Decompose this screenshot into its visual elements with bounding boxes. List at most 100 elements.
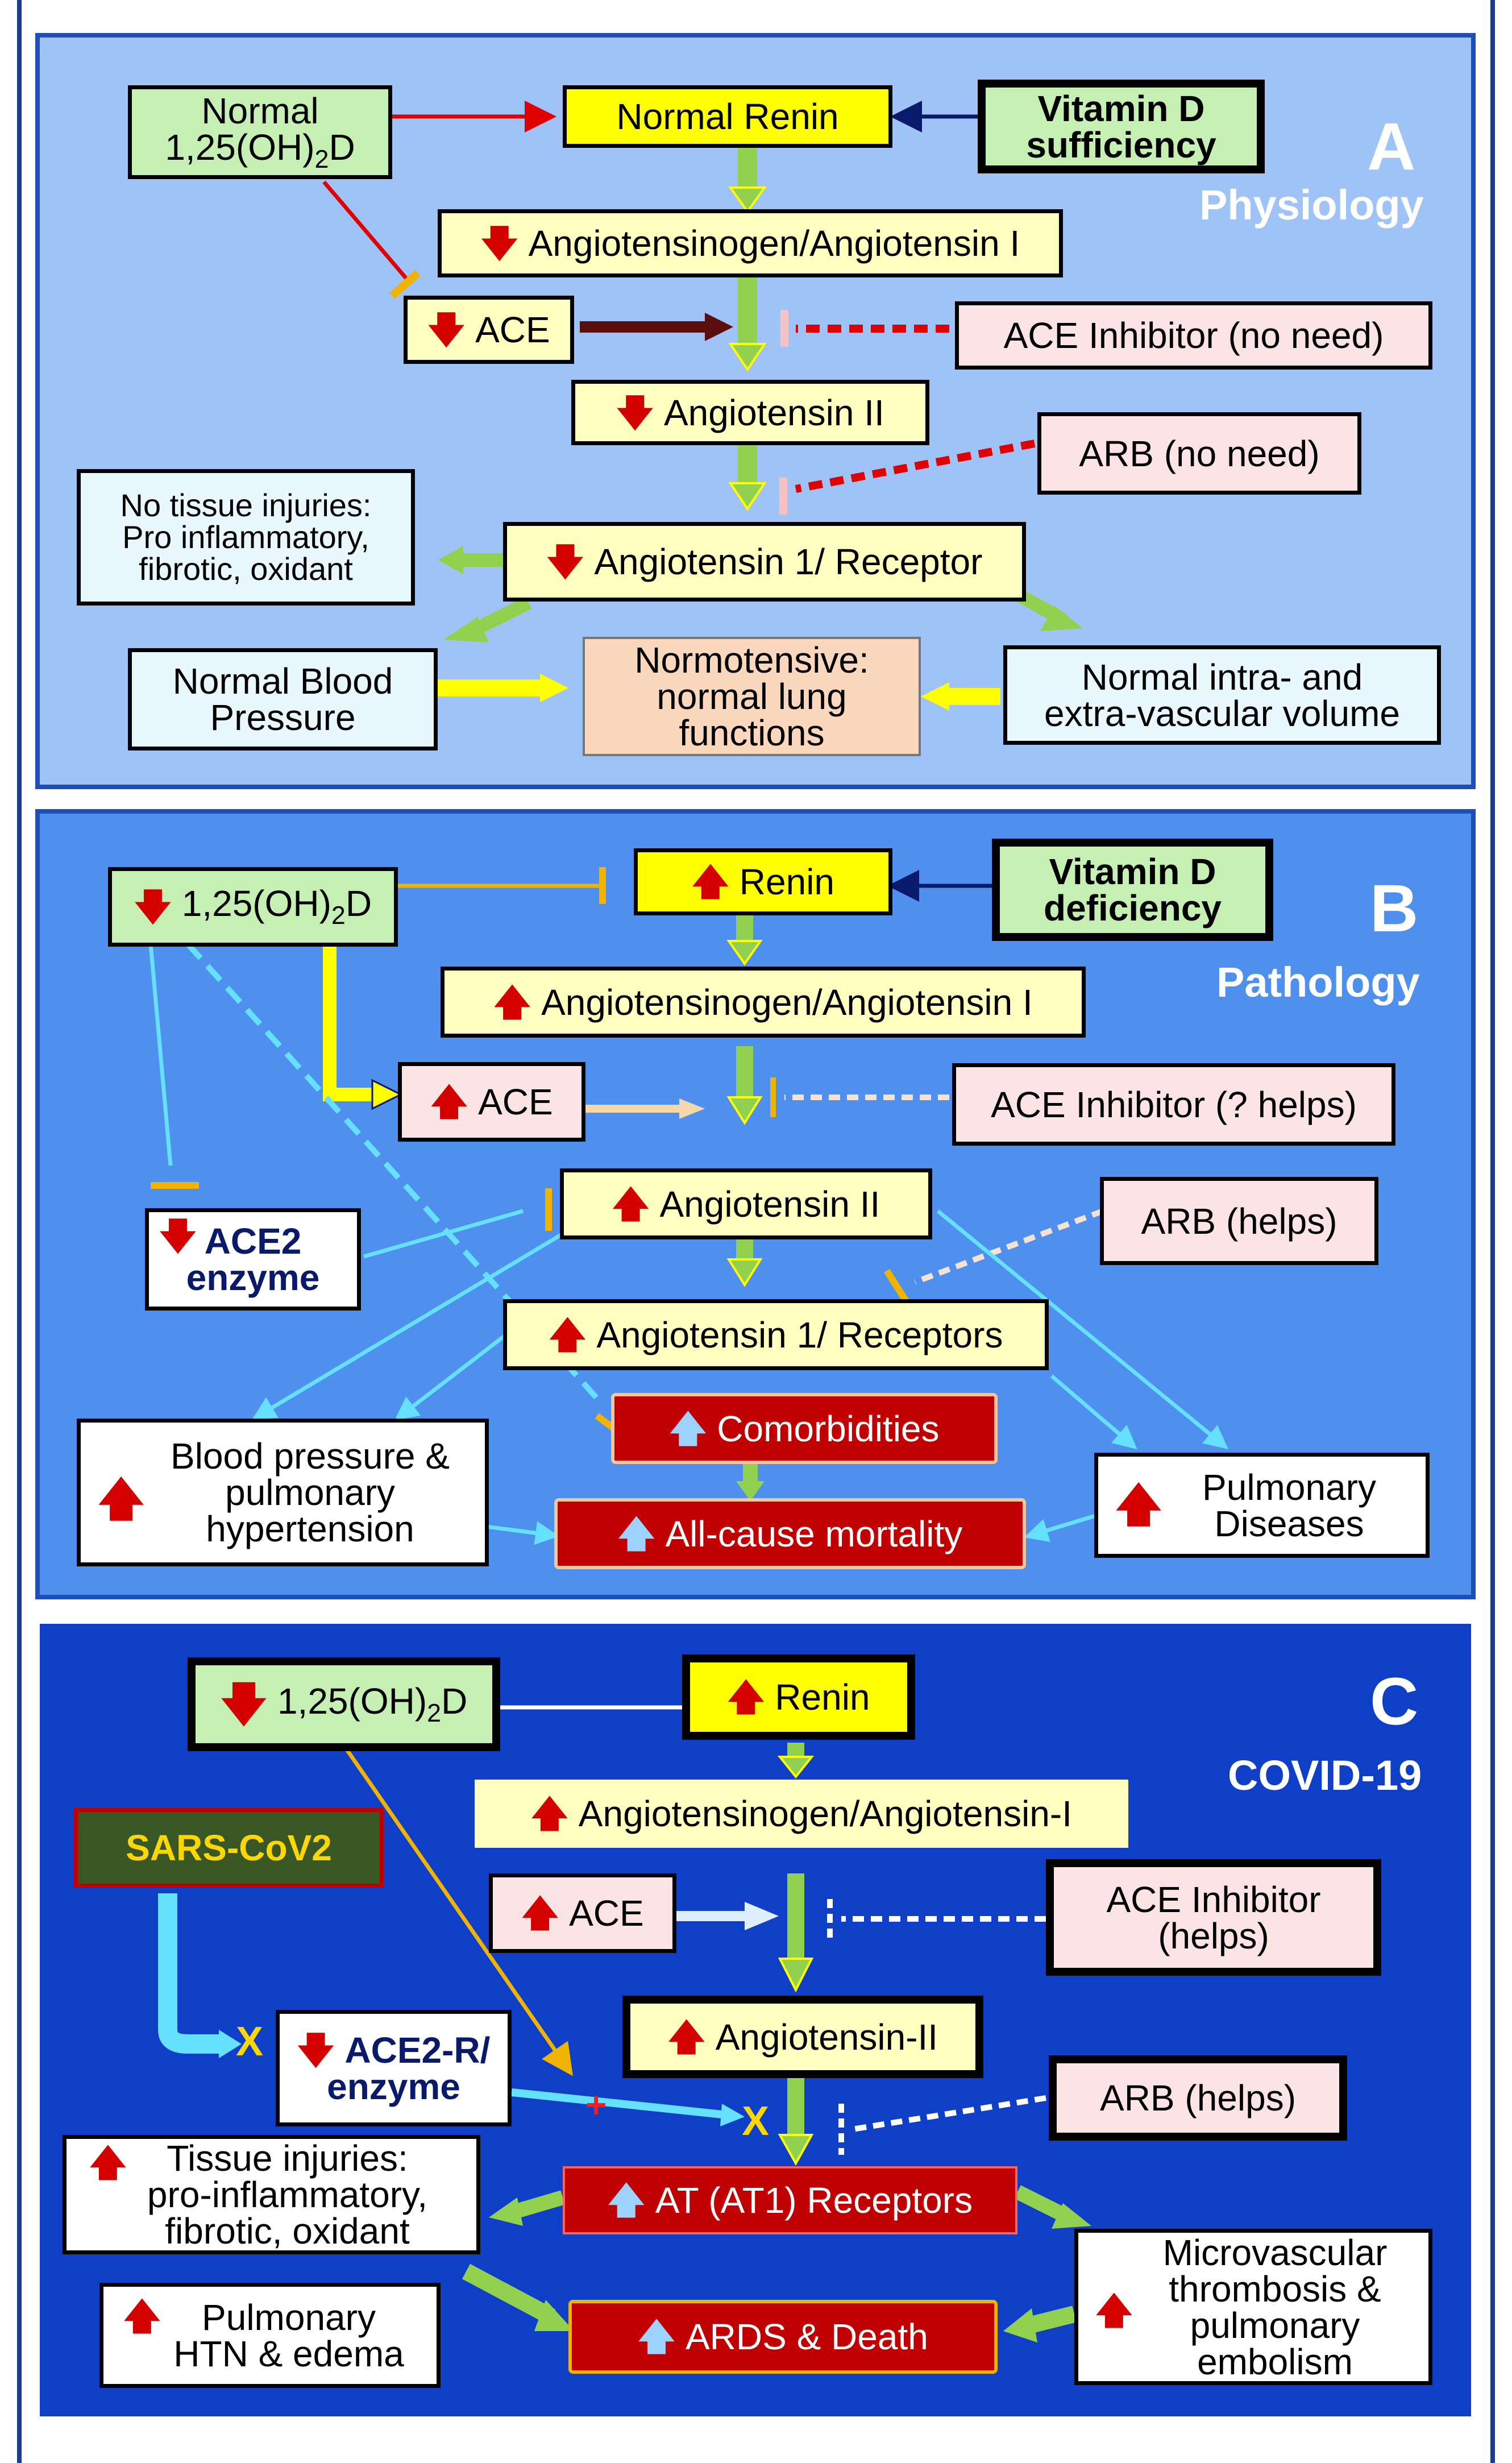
b-mortality-label: All-cause mortality — [665, 1513, 963, 1554]
c-at1-box: 🡅 AT (AT1) Receptors — [563, 2166, 1017, 2234]
c-ace-inhibitor-box: ACE Inhibitor (helps) — [1046, 1859, 1381, 1976]
c-microvascular-box: 🡅 Microvascular thrombosis & pulmonary e… — [1074, 2229, 1432, 2385]
a-normal-vitd-box: Normal 1,25(OH)2D — [128, 85, 392, 179]
b-receptors-label: Angiotensin 1/ Receptors — [596, 1314, 1003, 1355]
b-panel-letter: B — [1370, 871, 1419, 946]
a-receptor-label: Angiotensin 1/ Receptor — [594, 541, 983, 582]
b-mortality-box: 🡅 All-cause mortality — [554, 1498, 1026, 1569]
c-ace2r-box: 🡇ACE2-R/ enzyme — [276, 2010, 512, 2126]
a-arb-label: ARB (no need) — [1079, 433, 1320, 474]
up-arrow-icon: 🡅 — [98, 1474, 145, 1524]
c-acei-line1: ACE Inhibitor — [1106, 1879, 1321, 1920]
c-agt-box: 🡅 Angiotensinogen/Angiotensin-I — [475, 1780, 1128, 1848]
a-no-injury-line3: fibrotic, oxidant — [139, 551, 353, 587]
up-arrow-icon: 🡅 — [549, 1314, 587, 1355]
down-arrow-icon: 🡇 — [134, 886, 172, 927]
b-agt-box: 🡅 Angiotensinogen/Angiotensin I — [441, 967, 1086, 1038]
a-bp-box: Normal Blood Pressure — [128, 648, 438, 750]
b-agt-label: Angiotensinogen/Angiotensin I — [541, 981, 1033, 1023]
up-arrow-icon: 🡅 — [493, 981, 531, 1023]
c-injury-line3: fibrotic, oxidant — [165, 2211, 410, 2251]
a-normo-line1: Normotensive: — [634, 640, 869, 681]
a-renin-box: Normal Renin — [563, 85, 892, 148]
up-arrow-icon: 🡅 — [667, 2016, 705, 2058]
c-injury-box: 🡅 Tissue injuries: pro-inflammatory, fib… — [63, 2135, 480, 2254]
up-arrow-icon: 🡅 — [727, 1677, 765, 1718]
c-micro-line3: pulmonary — [1190, 2304, 1360, 2346]
a-ang2-label: Angiotensin II — [663, 392, 884, 433]
b-pulm-line2: Diseases — [1214, 1503, 1364, 1544]
a-no-injury-line1: No tissue injuries: — [120, 487, 372, 523]
c-pulm-htn-line1: Pulmonary — [202, 2296, 376, 2338]
b-ace-label: ACE — [478, 1081, 553, 1122]
outer-frame — [17, 0, 1495, 2463]
up-arrow-icon: 🡅 — [691, 861, 729, 902]
a-no-injury-line2: Pro inflammatory, — [122, 519, 369, 555]
b-arb-label: ARB (helps) — [1141, 1200, 1337, 1242]
a-normal-vitd-line2: 1,25(OH)2D — [165, 126, 355, 173]
down-arrow-icon: 🡇 — [427, 309, 466, 350]
up-arrow-icon: 🡅 — [1115, 1479, 1162, 1530]
a-vitd-suff-line1: Vitamin D — [1037, 88, 1205, 129]
c-pulm-htn-line2: HTN & edema — [173, 2333, 404, 2374]
b-arb-box: ARB (helps) — [1100, 1177, 1378, 1265]
c-micro-line2: thrombosis & — [1169, 2268, 1381, 2309]
up-arrow-icon: 🡅 — [89, 2142, 127, 2183]
c-injury-line2: pro-inflammatory, — [147, 2174, 428, 2215]
c-vitd-label: 1,25(OH)2D — [277, 1680, 468, 1727]
down-arrow-icon: 🡇 — [480, 223, 518, 264]
a-normo-line2: normal lung — [657, 676, 847, 717]
c-at1-label: AT (AT1) Receptors — [655, 2180, 973, 2221]
c-ace2r-line2: enzyme — [327, 2066, 460, 2107]
b-vitd-box: 🡇 1,25(OH)2D — [108, 867, 398, 947]
b-panel-subtitle: Pathology — [1216, 959, 1420, 1006]
c-injury-line1: Tissue injuries: — [167, 2138, 408, 2179]
b-renin-label: Renin — [739, 861, 834, 902]
b-ang2-box: 🡅 Angiotensin II — [560, 1168, 932, 1239]
a-ace-inhibitor-label: ACE Inhibitor (no need) — [1003, 315, 1384, 356]
c-arb-label: ARB (helps) — [1100, 2078, 1296, 2118]
a-ace-box: 🡇 ACE — [404, 296, 574, 364]
down-arrow-icon: 🡇 — [220, 1678, 267, 1730]
a-panel-letter: A — [1367, 109, 1416, 184]
b-ace2-box: 🡇ACE2 enzyme — [145, 1208, 361, 1311]
c-renin-box: 🡅 Renin — [682, 1655, 915, 1740]
a-vitd-sufficiency-box: Vitamin D sufficiency — [978, 80, 1265, 173]
a-ace-label: ACE — [475, 309, 550, 350]
c-vitd-box: 🡇 1,25(OH)2D — [188, 1657, 500, 1751]
b-receptors-box: 🡅 Angiotensin 1/ Receptors — [503, 1299, 1049, 1370]
b-comorbidities-box: 🡅 Comorbidities — [611, 1393, 998, 1464]
c-ace-box: 🡅 ACE — [489, 1873, 676, 1953]
b-ace2-line1: 🡇ACE2 — [159, 1216, 302, 1262]
up-arrow-icon: 🡅 — [123, 2296, 161, 2337]
b-bp-line3: hypertension — [206, 1508, 414, 1549]
a-normo-line3: functions — [679, 712, 825, 753]
c-ace-label: ACE — [569, 1893, 644, 1934]
b-vitd-def-line1: Vitamin D — [1049, 851, 1216, 892]
c-x-mark-ang2: X — [742, 2099, 770, 2144]
c-arb-box: ARB (helps) — [1049, 2055, 1347, 2141]
up-arrow-icon: 🡅 — [1095, 2290, 1133, 2331]
up-arrow-icon: 🡅 — [612, 1183, 650, 1225]
b-pulmonary-box: 🡅 Pulmonary Diseases — [1094, 1453, 1430, 1558]
b-ace-inhibitor-label: ACE Inhibitor (? helps) — [991, 1084, 1357, 1125]
b-bp-line1: Blood pressure & — [171, 1436, 450, 1477]
b-vitd-deficiency-box: Vitamin D deficiency — [992, 839, 1273, 941]
b-ang2-label: Angiotensin II — [659, 1183, 880, 1225]
a-agt-box: 🡇 Angiotensinogen/Angiotensin I — [438, 209, 1063, 277]
b-ace-box: 🡅 ACE — [398, 1062, 585, 1142]
down-arrow-icon: 🡇 — [616, 392, 654, 433]
up-arrow-icon: 🡅 — [638, 2316, 675, 2357]
a-volume-line1: Normal intra- and — [1081, 656, 1363, 698]
c-sars-box: SARS-CoV2 — [74, 1808, 384, 1888]
c-micro-line1: Microvascular — [1162, 2232, 1388, 2273]
c-agt-label: Angiotensinogen/Angiotensin-I — [578, 1793, 1072, 1834]
a-bp-line1: Normal Blood — [172, 661, 393, 702]
a-renin-label: Normal Renin — [616, 96, 839, 137]
up-arrow-icon: 🡅 — [521, 1893, 559, 1934]
c-acei-line2: (helps) — [1158, 1915, 1269, 1956]
c-ang2-label: Angiotensin-II — [715, 2016, 938, 2058]
c-plus-mark: + — [585, 2084, 607, 2125]
b-vitd-label: 1,25(OH)2D — [181, 883, 372, 930]
a-vitd-suff-line2: sufficiency — [1026, 124, 1216, 165]
